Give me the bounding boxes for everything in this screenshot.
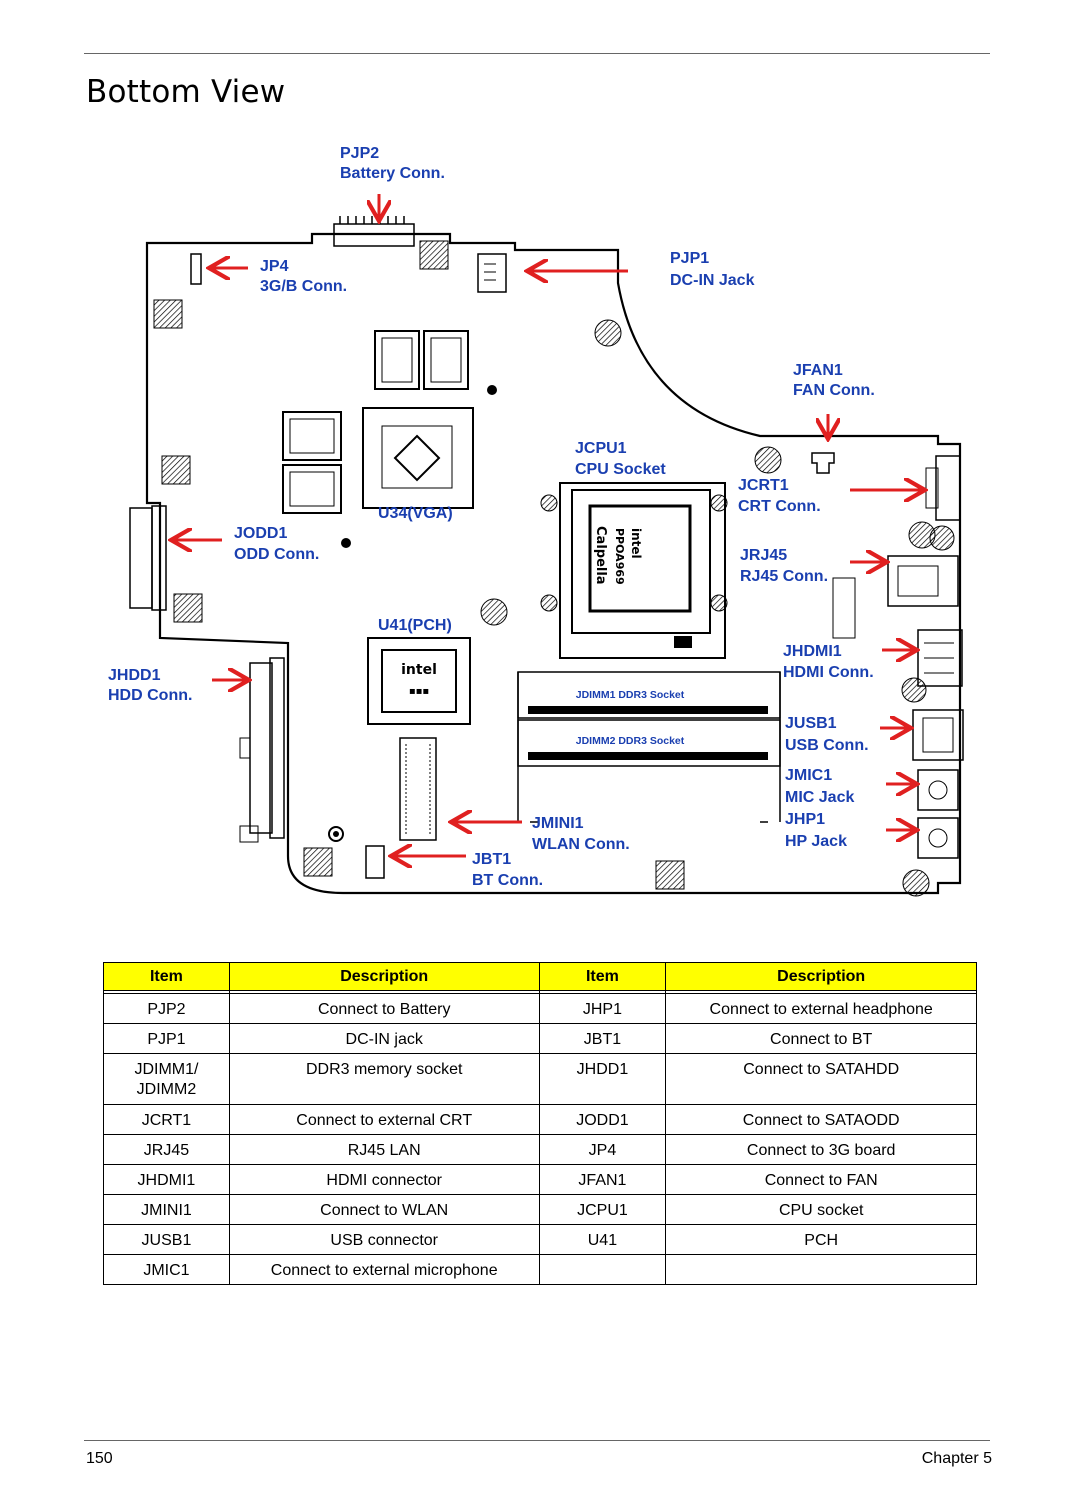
cpu-chip-name: Calpella (593, 526, 608, 585)
dcin-jack-part (477, 253, 507, 293)
label-jhdmi1: JHDMI1 (783, 643, 842, 660)
label-jcrt1-desc: CRT Conn. (738, 498, 821, 515)
label-jhp1: JHP1 (785, 811, 825, 828)
mount-pad (153, 299, 183, 329)
label-pjp1: PJP1 (670, 250, 709, 267)
label-jcpu1-desc: CPU Socket (575, 461, 666, 478)
mount-pad (303, 847, 333, 877)
label-jp4-desc: 3G/B Conn. (260, 278, 347, 295)
header-item: Item (103, 962, 230, 991)
label-u41: U41(PCH) (378, 617, 452, 634)
label-jfan1-desc: FAN Conn. (793, 382, 875, 399)
mount-pad (161, 455, 191, 485)
label-jrj45: JRJ45 (740, 547, 787, 564)
label-jrj45-desc: RJ45 Conn. (740, 568, 828, 585)
hdd-connector (249, 662, 273, 834)
pch-chip-brand: intel (401, 662, 437, 678)
label-pjp2-desc: Battery Conn. (340, 165, 445, 182)
board-outline (145, 232, 962, 895)
label-u34: U34(VGA) (378, 505, 453, 522)
minicard-connector (399, 737, 437, 841)
label-jdimm1: JDIMM1 DDR3 Socket (576, 689, 685, 701)
rj45-connector (887, 555, 959, 607)
label-jcrt1: JCRT1 (738, 477, 789, 494)
table-header-row: Item Description Item Description (103, 962, 977, 991)
label-jhdmi1-desc: HDMI Conn. (783, 664, 874, 681)
page-title: Bottom View (86, 74, 286, 110)
pch-chip (367, 637, 471, 725)
label-jdimm2: JDIMM2 DDR3 Socket (576, 735, 685, 747)
mount-pad (419, 240, 449, 270)
label-jcpu1: JCPU1 (575, 440, 627, 457)
label-jbt1: JBT1 (472, 851, 511, 868)
header-rule (84, 53, 990, 54)
label-jhp1-desc: HP Jack (785, 833, 847, 850)
screw-holes (480, 319, 955, 897)
callout-arrows (174, 194, 922, 856)
label-jmini1-desc: WLAN Conn. (532, 836, 630, 853)
crt-connector (935, 455, 961, 521)
header-description: Description (228, 962, 540, 991)
hp-jack (917, 817, 959, 859)
label-jmic1: JMIC1 (785, 767, 832, 784)
label-jodd1: JODD1 (234, 525, 287, 542)
label-jmini1: JMINI1 (532, 815, 584, 832)
label-jusb1-desc: USB Conn. (785, 737, 869, 754)
header-description: Description (665, 962, 977, 991)
label-jfan1: JFAN1 (793, 362, 843, 379)
vga-chip (362, 407, 474, 509)
footer-rule (84, 1440, 990, 1441)
page-number: 150 (86, 1450, 113, 1467)
label-jhdd1-desc: HDD Conn. (108, 687, 192, 704)
motherboard-diagram: intel PPOA969 Calpella intel ▪▪▪ JDIMM1 … (108, 145, 964, 897)
mount-pad (655, 860, 685, 890)
odd-connector (129, 507, 153, 609)
label-jusb1: JUSB1 (785, 715, 837, 732)
mic-jack (917, 769, 959, 811)
svg-text:▪▪▪: ▪▪▪ (409, 686, 429, 697)
cpu-chip-part: PPOA969 (613, 528, 626, 585)
label-jmic1-desc: MIC Jack (785, 789, 854, 806)
chapter-label: Chapter 5 (921, 1450, 992, 1467)
label-jbt1-desc: BT Conn. (472, 872, 543, 889)
header-item: Item (538, 962, 667, 991)
label-jp4: JP4 (260, 258, 289, 275)
cpu-socket (559, 482, 726, 659)
label-pjp1-desc: DC-IN Jack (670, 272, 755, 289)
label-jodd1-desc: ODD Conn. (234, 546, 319, 563)
cpu-chip-brand: intel (629, 528, 643, 559)
battery-connector (333, 223, 415, 247)
mount-pad (173, 593, 203, 623)
label-jhdd1: JHDD1 (108, 667, 161, 684)
label-pjp2: PJP2 (340, 145, 379, 162)
